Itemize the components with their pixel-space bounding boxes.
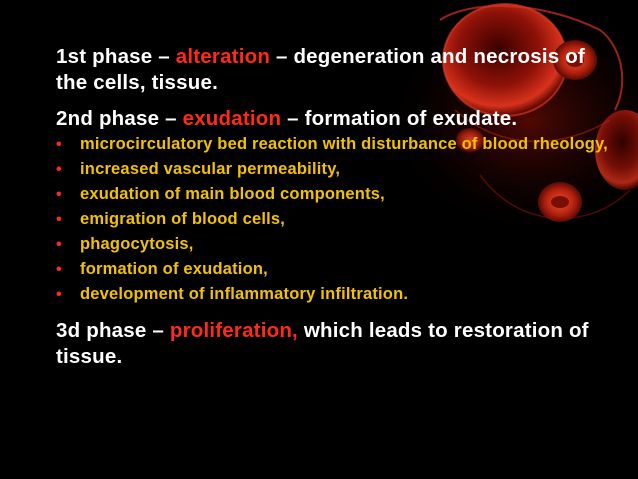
list-item: • formation of exudation, — [56, 260, 616, 279]
list-item-text: exudation of main blood components, — [80, 185, 385, 203]
phase-3-suffix: which leads to restoration of tissue. — [56, 319, 589, 368]
list-item-text: formation of exudation, — [80, 260, 268, 278]
phase-1-prefix: 1st phase – — [56, 45, 176, 68]
bullet-dot: • — [56, 161, 62, 178]
phase-2-suffix: – formation of exudate. — [281, 107, 518, 130]
list-item: • phagocytosis, — [56, 235, 616, 254]
list-item: • microcirculatory bed reaction with dist… — [56, 135, 616, 154]
phase-2-prefix: 2nd phase – — [56, 107, 183, 130]
phase-1-heading: 1st phase – alteration – degeneration an… — [56, 44, 616, 96]
bullet-dot: • — [56, 211, 62, 228]
phase-3-term: proliferation, — [169, 319, 298, 342]
exudation-bullet-list: • microcirculatory bed reaction with dist… — [56, 135, 616, 304]
phase-1-term: alteration — [175, 45, 271, 68]
list-item-text: emigration of blood cells, — [80, 210, 286, 228]
bullet-dot: • — [56, 186, 62, 203]
list-item: • exudation of main blood components, — [56, 185, 616, 204]
list-item: • increased vascular permeability, — [56, 160, 616, 179]
list-item-text: development of inflammatory infiltration… — [80, 285, 409, 303]
phase-2-term: exudation — [182, 107, 282, 130]
bullet-dot: • — [56, 261, 62, 278]
phase-2-heading: 2nd phase – exudation – formation of exu… — [56, 106, 616, 132]
list-item: • development of inflammatory infiltratio… — [56, 285, 616, 304]
list-item-text: phagocytosis, — [80, 235, 194, 253]
list-item: • emigration of blood cells, — [56, 210, 616, 229]
bullet-dot: • — [56, 136, 62, 153]
bullet-dot: • — [56, 286, 62, 303]
bullet-dot: • — [56, 236, 62, 253]
phase-1-suffix: – degeneration and necrosis of the cells… — [56, 45, 585, 94]
phase-3-heading: 3d phase – proliferation, which leads to… — [56, 318, 616, 370]
slide-content: 1st phase – alteration – degeneration an… — [56, 44, 616, 370]
list-item-text: microcirculatory bed reaction with distu… — [80, 135, 608, 153]
phase-3-prefix: 3d phase – — [56, 319, 170, 342]
list-item-text: increased vascular permeability, — [80, 160, 341, 178]
